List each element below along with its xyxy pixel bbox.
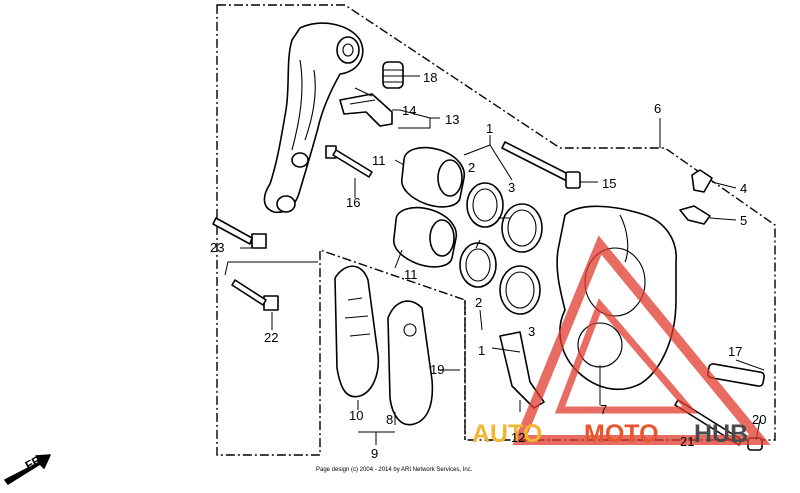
callout-15: 15 bbox=[602, 176, 616, 191]
piston-lower bbox=[393, 206, 458, 268]
watermark-auto: AUTO bbox=[472, 420, 542, 448]
callout-numbers: 18 14 13 1 6 11 2 3 15 4 5 16 23 11 2 3 … bbox=[23, 70, 767, 473]
callout-5: 5 bbox=[740, 213, 747, 228]
bolt-23 bbox=[212, 217, 267, 249]
leader-lines bbox=[224, 75, 765, 445]
bleeder-valve bbox=[691, 169, 713, 193]
callout-9: 9 bbox=[371, 446, 378, 461]
callout-13: 13 bbox=[445, 112, 459, 127]
pad-spring bbox=[339, 93, 393, 127]
callout-12: 12 bbox=[511, 430, 525, 445]
watermark-hub: HUB bbox=[694, 420, 748, 448]
callout-2-lower: 2 bbox=[475, 295, 482, 310]
slide-pin bbox=[501, 141, 581, 189]
callout-16: 16 bbox=[346, 195, 360, 210]
watermark-logo: AUTO MOTO HUB bbox=[472, 235, 771, 448]
brake-pad-inner bbox=[387, 300, 434, 426]
callout-20: 20 bbox=[752, 412, 766, 427]
watermark-triangle-inner bbox=[554, 298, 698, 414]
callout-22: 22 bbox=[264, 330, 278, 345]
callout-11-lower: 11 bbox=[404, 267, 418, 282]
seals bbox=[459, 182, 543, 315]
brake-pad-outer bbox=[334, 265, 380, 398]
caliper-bracket bbox=[263, 22, 364, 214]
piston-upper bbox=[401, 146, 466, 208]
callout-14: 14 bbox=[402, 103, 416, 118]
callout-7: 7 bbox=[600, 402, 607, 417]
callout-8: 8 bbox=[386, 412, 393, 427]
callout-3-lower: 3 bbox=[528, 324, 535, 339]
callout-18: 18 bbox=[423, 70, 437, 85]
callout-21: 21 bbox=[680, 434, 694, 449]
callout-17: 17 bbox=[728, 344, 742, 359]
callout-19: 19 bbox=[430, 362, 444, 377]
bleeder-cap bbox=[679, 205, 711, 225]
bolt-16 bbox=[325, 145, 373, 178]
callout-11-upper: 11 bbox=[372, 153, 386, 168]
callout-1-upper: 1 bbox=[486, 121, 493, 136]
callout-4: 4 bbox=[740, 181, 747, 196]
watermark-moto: MOTO bbox=[584, 420, 659, 448]
bolt-22 bbox=[231, 279, 279, 311]
callout-23: 23 bbox=[210, 240, 224, 255]
callout-2-upper: 2 bbox=[468, 160, 475, 175]
callout-10: 10 bbox=[349, 408, 363, 423]
assembly-outline bbox=[216, 4, 776, 456]
callout-1-lower: 1 bbox=[478, 343, 485, 358]
callout-6: 6 bbox=[654, 101, 661, 116]
watermark-triangle bbox=[512, 235, 771, 445]
front-direction-arrow bbox=[4, 454, 51, 485]
copyright-notice: Page design (c) 2004 - 2014 by ARI Netwo… bbox=[316, 467, 473, 473]
callout-3-upper: 3 bbox=[508, 180, 515, 195]
pin-boot bbox=[382, 61, 404, 89]
